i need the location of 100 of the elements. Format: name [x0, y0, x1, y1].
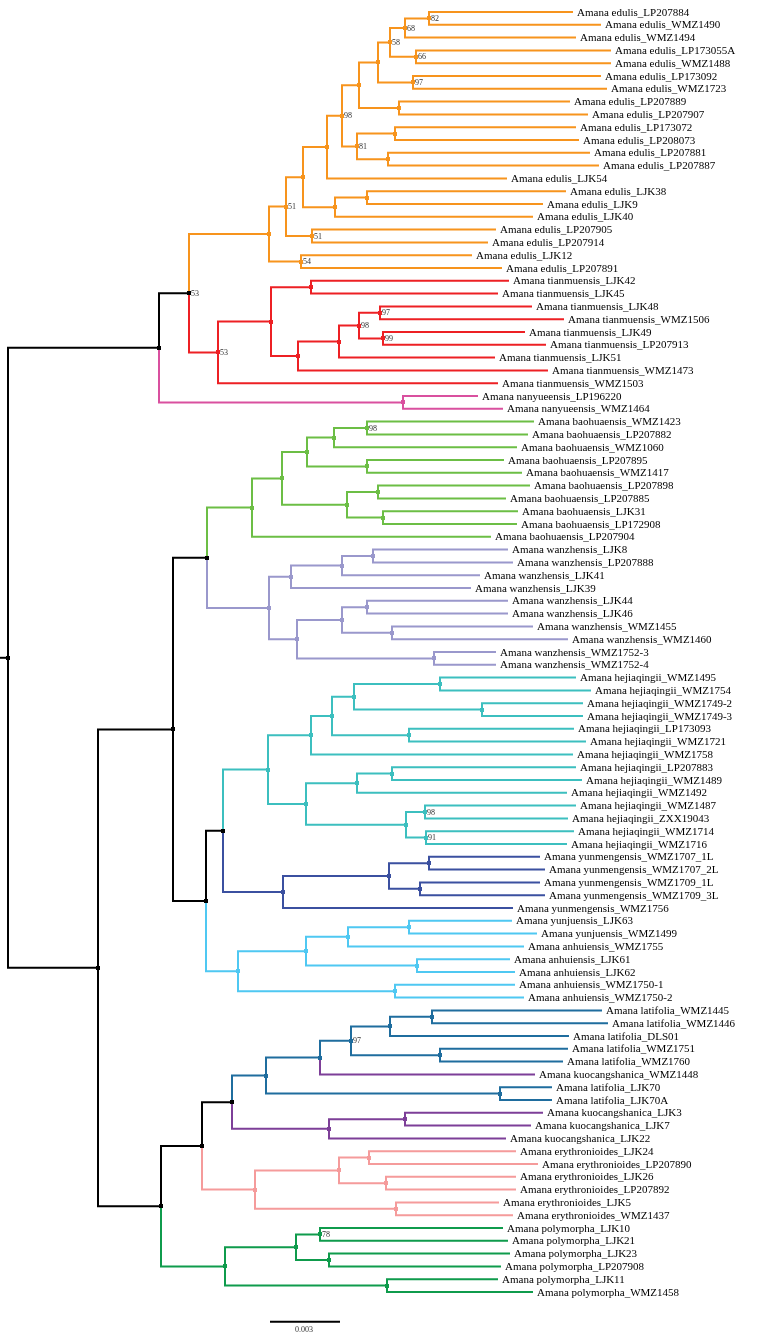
- tree-branch: [404, 17, 430, 29]
- branch-point: [365, 464, 369, 469]
- branch-point: [427, 861, 431, 866]
- tree-branch: [398, 107, 589, 116]
- tree-branch: [402, 401, 504, 410]
- tree-branch: [311, 228, 497, 237]
- taxon-label: Amana polymorpha_WMZ1458: [533, 1285, 680, 1299]
- taxon-label: Amana erythronioides_LJK24: [516, 1144, 654, 1158]
- taxon-label: Amana edulis_LP173055A: [611, 43, 736, 57]
- tree-branch: [372, 555, 514, 564]
- tree-branch: [408, 926, 538, 935]
- branch-point: [397, 106, 401, 110]
- taxon-label: Amana baohuaensis_LP207904: [491, 530, 635, 544]
- tree-branch: [305, 782, 358, 805]
- taxon-label: Amana anhuiensis_WMZ1750-1: [515, 978, 664, 992]
- taxon-label: Amana latifolia_LJK70A: [552, 1093, 669, 1107]
- branch-point: [305, 450, 309, 454]
- taxon-label: Amana tianmuensis_LJK51: [495, 351, 622, 365]
- tree-branch: [338, 324, 360, 343]
- taxon-label: Amana tianmuensis_WMZ1473: [548, 363, 694, 377]
- branch-point: [200, 1143, 204, 1148]
- tree-branch: [334, 206, 534, 218]
- taxon-label: Amana edulis_LP207884: [573, 5, 690, 19]
- tree-branch: [297, 355, 549, 372]
- branch-point: [480, 707, 484, 712]
- taxon-label: Amana edulis_WMZ1488: [611, 56, 731, 70]
- bootstrap-value: 98: [369, 423, 377, 433]
- branch-point: [267, 606, 271, 610]
- branch-point: [367, 1155, 371, 1160]
- taxon-label: Amana baohuaensis_WMZ1060: [517, 440, 664, 454]
- tree-branch: [431, 1009, 603, 1018]
- branch-point: [267, 232, 271, 237]
- tree-branch: [251, 477, 283, 509]
- branch-point: [388, 40, 392, 45]
- tree-branch: [311, 235, 489, 244]
- taxon-label: Amana tianmuensis_LJK42: [509, 274, 636, 288]
- tree-branch: [439, 676, 577, 685]
- taxon-label: Amana kuocangshanica_LJK7: [531, 1119, 670, 1133]
- taxon-label: Amana wanzhensis_LP207888: [513, 555, 654, 569]
- tree-branch: [237, 970, 396, 993]
- tree-branch: [481, 702, 584, 711]
- branch-point: [266, 767, 270, 772]
- tree-branch: [172, 728, 207, 902]
- taxon-label: Amana kuocangshanica_LJK22: [506, 1131, 651, 1145]
- branch-point: [384, 1181, 388, 1186]
- branch-point: [340, 113, 344, 118]
- bootstrap-value: 58: [392, 37, 400, 47]
- tree-branch: [222, 768, 269, 832]
- branch-point: [327, 1126, 331, 1131]
- taxon-label: Amana erythronioides_LP207890: [538, 1157, 692, 1171]
- tree-branch: [394, 126, 577, 135]
- branch-point: [204, 899, 208, 903]
- bootstrap-value: 51: [314, 231, 322, 241]
- branch-point: [414, 54, 418, 59]
- taxon-label: Amana edulis_LJK54: [507, 171, 608, 185]
- taxon-label: Amana baohuaensis_LP207898: [530, 479, 674, 493]
- tree-branch: [265, 1056, 321, 1077]
- tree-branch: [305, 803, 407, 826]
- tree-branch: [328, 1259, 502, 1268]
- tree-branch: [425, 830, 575, 839]
- tree-branch: [306, 451, 368, 468]
- taxon-label: Amana tianmuensis_WMZ1503: [498, 376, 644, 390]
- tree-branch: [290, 564, 343, 578]
- taxon-label: Amana hejiaqingii_WMZ1716: [567, 837, 707, 851]
- tree-branch: [268, 575, 292, 609]
- taxon-label: Amana anhuiensis_WMZ1750-2: [524, 991, 673, 1005]
- branch-point: [385, 1283, 389, 1288]
- tree-branch: [388, 875, 421, 890]
- tree-branch: [160, 1205, 226, 1268]
- branch-point: [371, 554, 375, 558]
- branch-point: [432, 656, 436, 661]
- tree-branch: [388, 862, 430, 877]
- tree-branch: [346, 491, 379, 506]
- branch-point: [205, 555, 209, 560]
- bootstrap-value: 91: [428, 833, 436, 843]
- taxon-label: Amana edulis_WMZ1494: [576, 31, 696, 45]
- branch-point: [340, 563, 344, 568]
- taxon-label: Amana hejiaqingii_WMZ1749-2: [583, 696, 733, 710]
- taxon-label: Amana hejiaqingii_WMZ1714: [574, 824, 714, 838]
- tree-branch: [382, 510, 519, 519]
- tree-branch: [394, 990, 525, 999]
- bootstrap-value: 53: [191, 288, 199, 298]
- taxon-label: Amana yunmengensis_WMZ1707_1L: [540, 850, 714, 864]
- taxon-label: Amana nanyueensis_LP196220: [478, 389, 622, 403]
- branch-point: [357, 323, 361, 328]
- taxon-label: Amana hejiaqingii_WMZ1749-3: [583, 709, 733, 723]
- taxon-label: Amana edulis_WMZ1490: [601, 18, 721, 32]
- branch-point: [299, 259, 303, 264]
- tree-branch: [366, 190, 567, 199]
- tree-branch: [282, 875, 390, 893]
- tree-branch: [424, 804, 577, 813]
- bootstrap-value: 68: [407, 23, 415, 33]
- tree-branch: [158, 292, 190, 349]
- branch-point: [438, 1053, 442, 1058]
- taxon-label: Amana yunmengensis_WMZ1756: [513, 901, 669, 915]
- tree-branch: [389, 1025, 570, 1037]
- taxon-label: Amana latifolia_DLS01: [569, 1029, 679, 1043]
- taxon-label: Amana latifolia_WMZ1445: [602, 1003, 730, 1017]
- branch-point: [357, 83, 361, 88]
- tree-branch: [254, 1169, 340, 1191]
